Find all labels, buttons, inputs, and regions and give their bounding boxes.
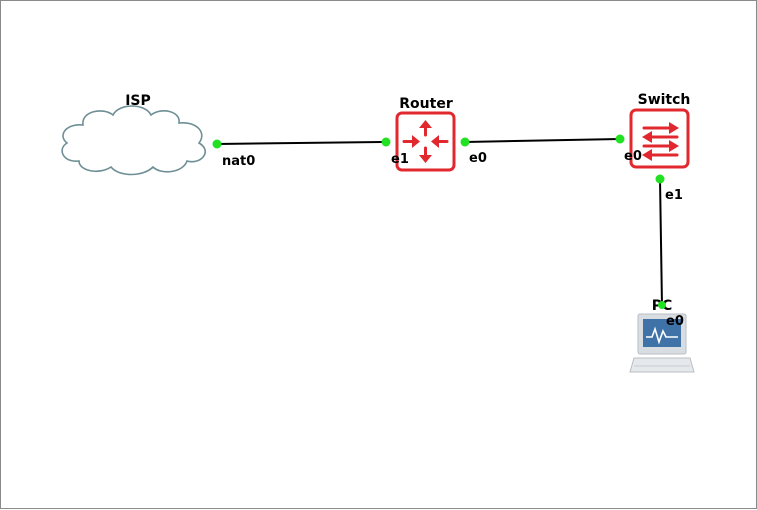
port-dot-router-e0[interactable] (460, 137, 470, 147)
switch-label: Switch (638, 92, 691, 108)
port-dot-isp-nat0[interactable] (212, 139, 222, 149)
isp-label: ISP (125, 93, 151, 109)
node-pc[interactable]: PC (629, 298, 695, 373)
link-router-switch[interactable] (464, 138, 621, 143)
port-dot-switch-e0[interactable] (615, 134, 625, 144)
port-label-switch-e0: e0 (624, 149, 642, 164)
pc-icon (629, 313, 695, 373)
port-dot-router-e1[interactable] (381, 137, 391, 147)
port-label-isp-nat0: nat0 (222, 154, 255, 169)
router-arrows-icon (402, 120, 449, 163)
node-switch[interactable]: Switch (629, 92, 691, 169)
cloud-icon (61, 105, 206, 176)
link-isp-router[interactable] (216, 141, 387, 145)
node-router[interactable]: Router (395, 96, 456, 172)
switch-arrows-icon (642, 122, 679, 161)
router-label: Router (399, 96, 453, 112)
node-isp[interactable]: ISP (61, 93, 206, 176)
port-label-router-e1: e1 (391, 152, 409, 167)
port-label-router-e0: e0 (469, 151, 487, 166)
port-dot-pc-e0[interactable] (658, 301, 666, 309)
link-switch-pc[interactable] (659, 178, 663, 307)
port-label-switch-e1: e1 (665, 188, 683, 203)
port-label-pc-e0: e0 (666, 314, 684, 329)
port-dot-switch-e1[interactable] (655, 174, 665, 184)
router-icon (395, 111, 456, 172)
